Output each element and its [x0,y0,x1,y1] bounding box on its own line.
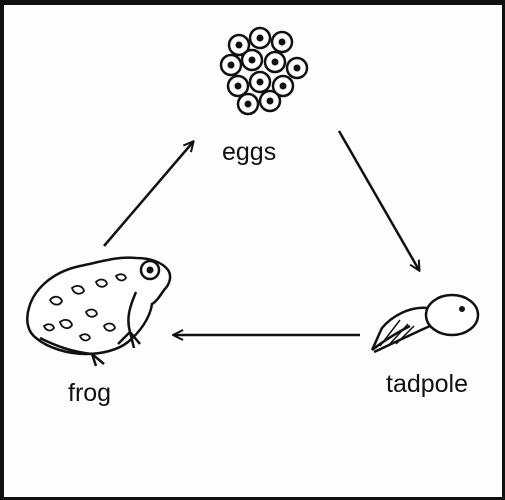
tadpole-icon [372,295,478,352]
eggs-label: eggs [222,140,276,165]
frog-icon [27,258,170,366]
arrow-frog-to-eggs [104,142,193,246]
arrow-eggs-to-tadpole [339,131,419,270]
eggs-icon [221,28,307,114]
tadpole-label: tadpole [386,372,468,397]
frog-label: frog [68,381,111,406]
